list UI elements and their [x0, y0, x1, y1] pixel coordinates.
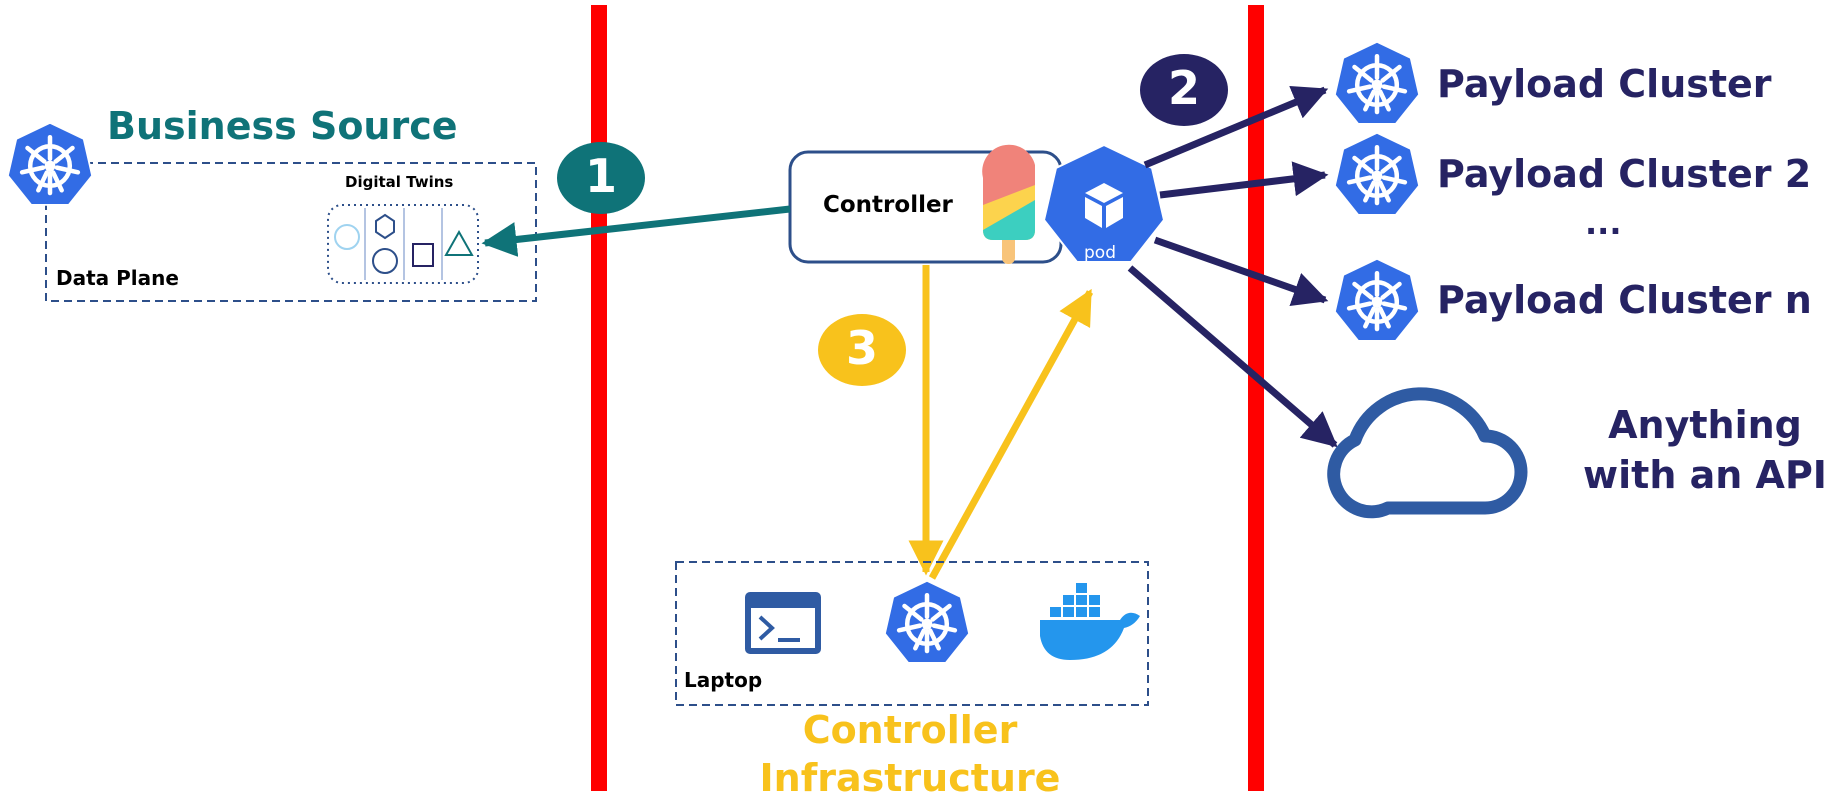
- step-2-number: 2: [1167, 61, 1200, 115]
- api-target-line-2: with an API: [1583, 453, 1827, 497]
- terminal-icon: [745, 592, 821, 654]
- twin-circle-icon: [372, 248, 398, 274]
- digital-twins-shapes: [334, 208, 474, 280]
- controller-label: Controller: [823, 192, 953, 218]
- controller-infrastructure-line-1: Controller: [802, 708, 1018, 752]
- laptop-label: Laptop: [684, 668, 763, 692]
- step-3-badge: [818, 314, 906, 386]
- cloud-icon: [1327, 387, 1528, 519]
- twin-square-icon: [412, 243, 434, 267]
- data-plane-label: Data Plane: [56, 266, 179, 290]
- api-target-line-1: Anything: [1608, 403, 1802, 447]
- step-1-badge: [557, 142, 645, 214]
- pod-label: pod: [1084, 243, 1116, 263]
- api-target-label: Anything with an API: [1570, 400, 1840, 500]
- twin-hexagon-icon: [375, 213, 395, 240]
- payload-cluster-n-kubernetes-icon: [1335, 259, 1419, 341]
- payload-cluster-2-label: Payload Cluster 2: [1437, 152, 1812, 196]
- payload-cluster-1-kubernetes-icon: [1335, 42, 1419, 124]
- ellipsis-label: ...: [1585, 204, 1622, 242]
- step-2-arrow-api: [1127, 265, 1338, 448]
- twin-circle-light-icon: [334, 224, 360, 250]
- digital-twins-label: Digital Twins: [345, 173, 454, 191]
- left-boundary-line: [591, 5, 607, 791]
- laptop-kubernetes-icon: [885, 581, 969, 663]
- step-1-number: 1: [584, 149, 617, 203]
- step-1-arrow: [481, 205, 791, 257]
- business-source-kubernetes-icon: [8, 123, 92, 205]
- payload-cluster-n-label: Payload Cluster n: [1437, 278, 1812, 322]
- step-3-number: 3: [845, 321, 878, 375]
- payload-cluster-2-kubernetes-icon: [1335, 133, 1419, 215]
- popsicle-icon: [982, 144, 1035, 264]
- controller-infrastructure-label: Controller Infrastructure: [730, 706, 1090, 802]
- digital-twins-box: [327, 204, 479, 284]
- laptop-box: [675, 561, 1149, 706]
- step-2-badge: [1140, 54, 1228, 126]
- business-source-title: Business Source: [107, 104, 458, 148]
- twin-triangle-icon: [444, 229, 474, 256]
- step-2-arrow-cluster-1: [1143, 85, 1329, 169]
- payload-cluster-1-label: Payload Cluster: [1437, 62, 1772, 106]
- step-2-arrow-cluster-n: [1153, 236, 1329, 307]
- step-3-arrow-up: [928, 288, 1094, 580]
- pod-icon: [1042, 143, 1166, 263]
- data-plane-box: [45, 162, 537, 302]
- right-boundary-line: [1248, 5, 1264, 791]
- controller-infrastructure-line-2: Infrastructure: [759, 756, 1061, 800]
- step-2-arrow-cluster-2: [1159, 161, 1329, 199]
- docker-icon: [1040, 583, 1140, 660]
